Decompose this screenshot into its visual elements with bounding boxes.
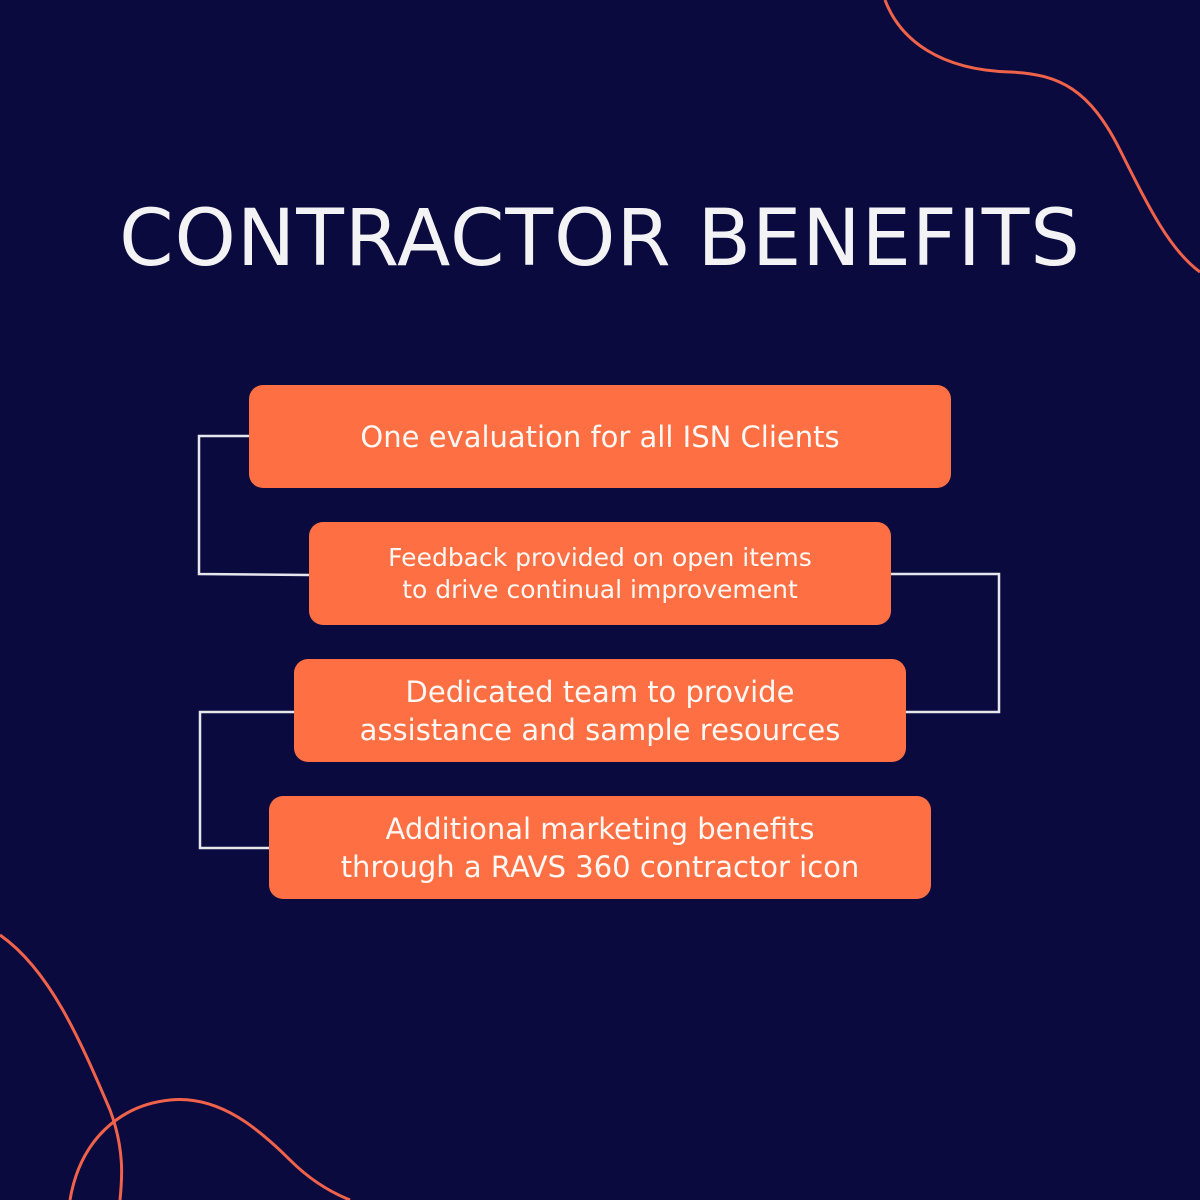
benefit-4-line-2: through a RAVS 360 contractor icon — [340, 849, 860, 884]
connector-2-3 — [891, 572, 1001, 714]
benefit-2-line-1: Feedback provided on open items — [388, 542, 812, 572]
top-right-curve — [883, 0, 1200, 274]
benefit-card-3: Dedicated team to provide assistance and… — [294, 659, 906, 762]
benefit-card-2: Feedback provided on open items to drive… — [309, 522, 891, 625]
benefit-3-line-1: Dedicated team to provide — [405, 674, 795, 709]
benefit-1-line-1: One evaluation for all ISN Clients — [360, 419, 840, 454]
connector-3-4 — [198, 710, 294, 850]
page-title: CONTRACTOR BENEFITS — [119, 194, 1081, 285]
connector-1-2 — [197, 434, 310, 577]
benefit-card-4: Additional marketing benefits through a … — [269, 796, 931, 899]
bottom-left-curve-2 — [68, 1098, 351, 1200]
benefit-4-line-1: Additional marketing benefits — [385, 811, 815, 846]
benefit-card-1: One evaluation for all ISN Clients — [249, 385, 951, 488]
benefit-2-line-2: to drive continual improvement — [402, 574, 798, 604]
benefit-3-line-2: assistance and sample resources — [359, 712, 841, 747]
bottom-left-curve — [0, 933, 124, 1200]
connector-lines — [197, 434, 1001, 850]
